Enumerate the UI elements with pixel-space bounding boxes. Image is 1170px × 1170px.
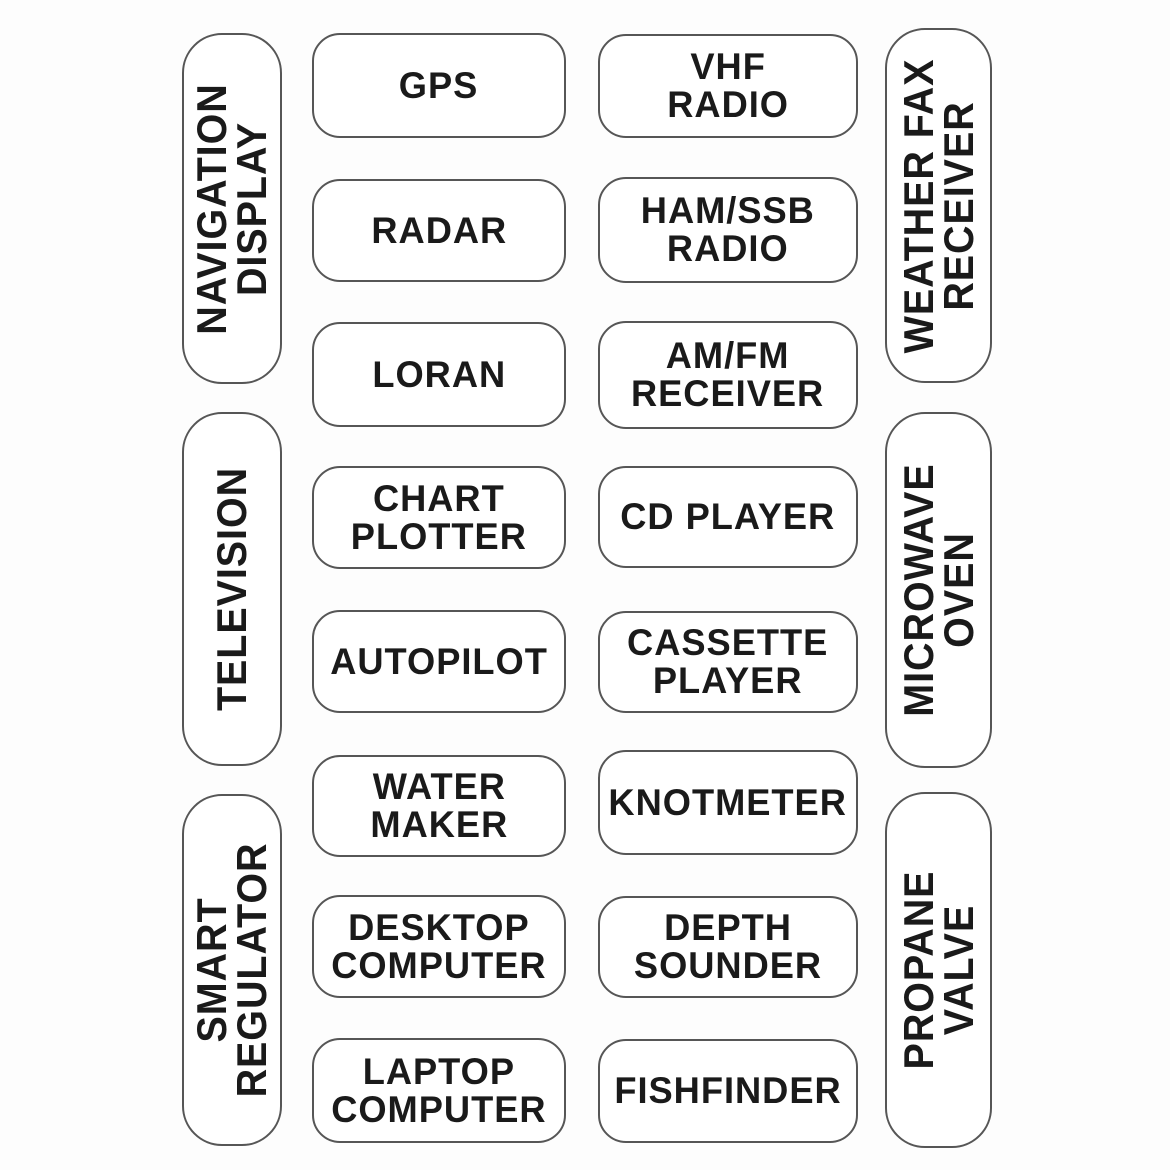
label-propane-valve-text: PROPANE VALVE: [894, 870, 982, 1070]
label-knotmeter: KNOTMETER: [598, 750, 858, 855]
label-water-maker: WATER MAKER: [312, 755, 566, 857]
label-autopilot-text: AUTOPILOT: [330, 640, 548, 682]
label-am-fm-receiver: AM/FM RECEIVER: [598, 321, 858, 429]
label-cassette-player: CASSETTE PLAYER: [598, 611, 858, 713]
label-depth-sounder-text: DEPTH SOUNDER: [633, 907, 823, 986]
label-fishfinder: FISHFINDER: [598, 1039, 858, 1143]
label-depth-sounder: DEPTH SOUNDER: [598, 896, 858, 998]
label-smart-regulator-text: SMART REGULATOR: [188, 842, 275, 1098]
label-radar: RADAR: [312, 179, 566, 282]
label-fishfinder-text: FISHFINDER: [614, 1070, 842, 1111]
label-desktop-computer: DESKTOP COMPUTER: [312, 895, 566, 998]
label-ham-ssb-radio: HAM/SSB RADIO: [598, 177, 858, 283]
label-television-text: TELEVISION: [208, 466, 255, 712]
label-vhf-radio-text: VHF RADIO: [667, 46, 789, 125]
label-am-fm-receiver-text: AM/FM RECEIVER: [631, 335, 825, 414]
label-ham-ssb-radio-text: HAM/SSB RADIO: [640, 190, 816, 269]
label-loran-text: LORAN: [372, 353, 506, 395]
label-cassette-player-text: CASSETTE PLAYER: [627, 622, 829, 701]
label-vhf-radio: VHF RADIO: [598, 34, 858, 138]
label-water-maker-text: WATER MAKER: [370, 766, 508, 845]
label-knotmeter-text: KNOTMETER: [608, 781, 848, 823]
label-laptop-computer-text: LAPTOP COMPUTER: [331, 1050, 547, 1130]
label-cd-player-text: CD PLAYER: [620, 496, 836, 537]
label-smart-regulator: SMART REGULATOR: [182, 794, 282, 1146]
label-chart-plotter-text: CHART PLOTTER: [350, 477, 528, 557]
label-weather-fax-receiver: WEATHER FAX RECEIVER: [885, 28, 992, 383]
label-navigation-display-text: NAVIGATION DISPLAY: [188, 82, 275, 335]
label-desktop-computer-text: DESKTOP COMPUTER: [331, 906, 547, 986]
label-cd-player: CD PLAYER: [598, 466, 858, 568]
label-weather-fax-receiver-text: WEATHER FAX RECEIVER: [894, 58, 982, 353]
label-microwave-oven: MICROWAVE OVEN: [885, 412, 992, 768]
label-laptop-computer: LAPTOP COMPUTER: [312, 1038, 566, 1143]
label-chart-plotter: CHART PLOTTER: [312, 466, 566, 569]
label-autopilot: AUTOPILOT: [312, 610, 566, 713]
label-gps: GPS: [312, 33, 566, 138]
label-radar-text: RADAR: [371, 209, 507, 251]
label-navigation-display: NAVIGATION DISPLAY: [182, 33, 282, 384]
label-gps-text: GPS: [399, 64, 479, 106]
label-propane-valve: PROPANE VALVE: [885, 792, 992, 1148]
label-loran: LORAN: [312, 322, 566, 427]
label-television: TELEVISION: [182, 412, 282, 766]
label-microwave-oven-text: MICROWAVE OVEN: [894, 463, 982, 717]
